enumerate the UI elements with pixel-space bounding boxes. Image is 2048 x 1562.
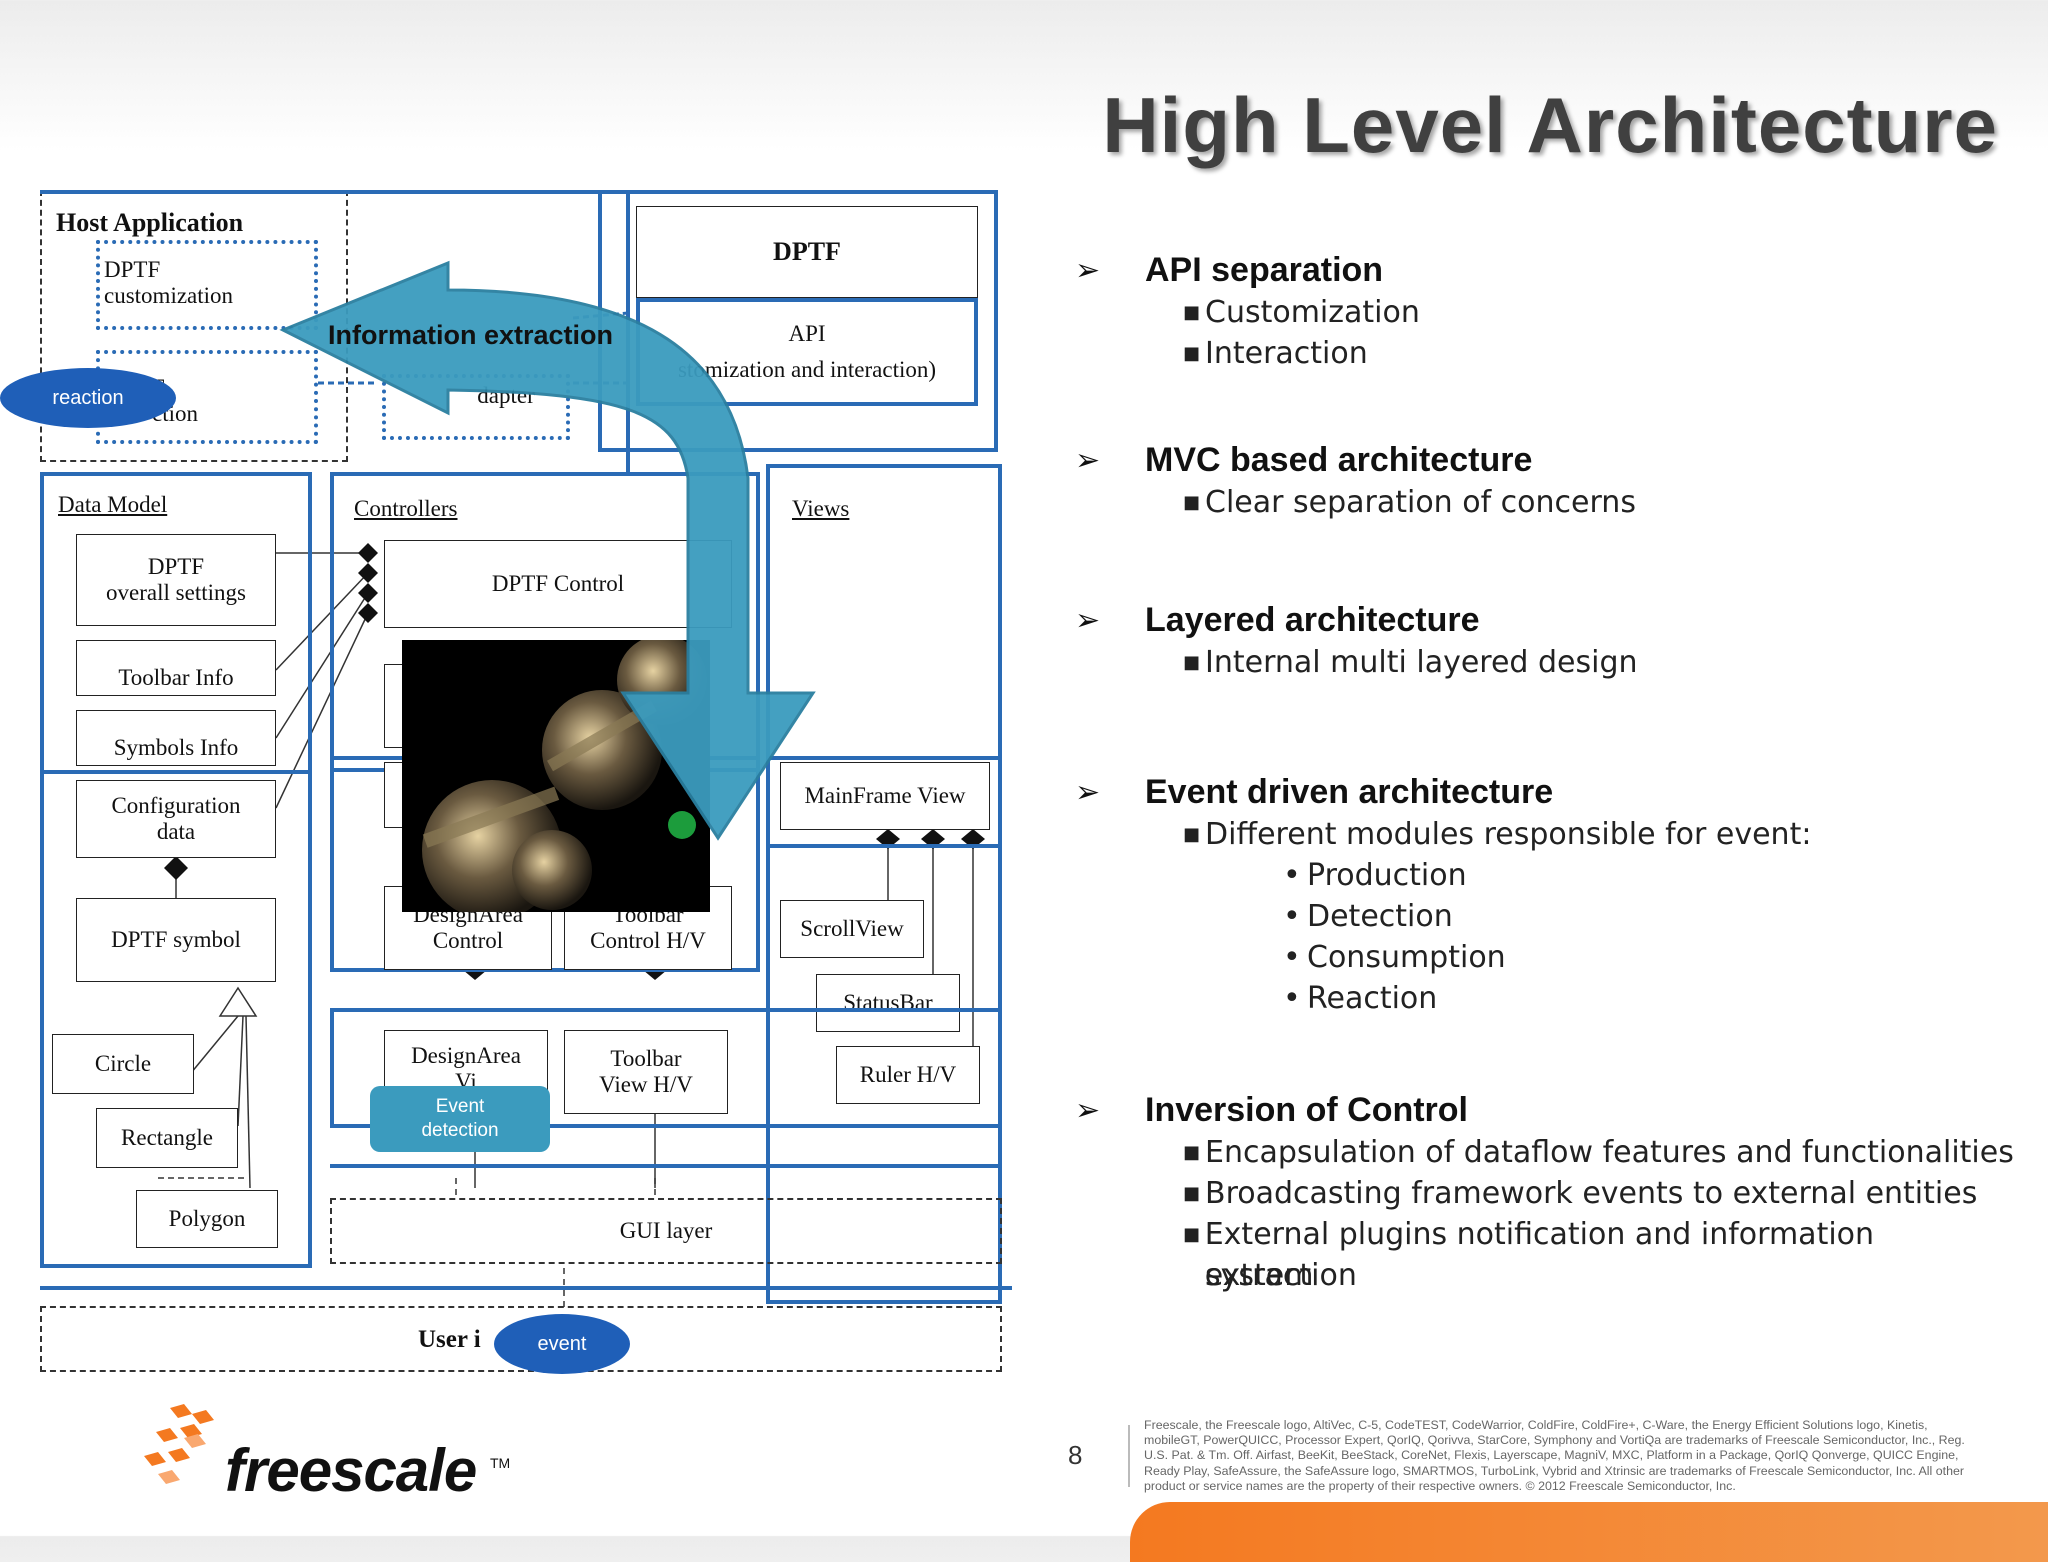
bullet-section-ioc: ➢Inversion of Control ■Encapsulation of … [1075,1088,2025,1296]
bullet-title: MVC based architecture [1145,440,1533,479]
toolbar-info-box: Toolbar Info [76,640,276,696]
gui-layer-label: GUI layer [619,1217,713,1243]
bullet-item: Broadcasting framework events to externa… [1205,1176,1978,1211]
reaction-oval: reaction [0,368,176,428]
dot-bullet-icon: • [1283,899,1301,934]
freescale-wordmark: freescale [225,1437,477,1504]
circle-box: Circle [52,1034,194,1094]
bullet-section-mvc: ➢ MVC based architecture ■Clear separatio… [1075,438,1636,523]
event-oval: event [494,1314,630,1374]
ruler-box: Ruler H/V [836,1046,980,1104]
bullet-title: Inversion of Control [1145,1090,1468,1129]
bullet-item-continuation: system [1205,1258,1314,1293]
user-interface-box [40,1306,1002,1372]
dot-bullet-icon: • [1283,940,1301,975]
dptf-symbol-box: DPTF symbol [76,898,276,982]
bullet-item: External plugins notification and inform… [1204,1217,1875,1293]
bullet-item: Customization [1205,295,1420,330]
trademark-symbol: TM [490,1455,511,1471]
gui-layer-box [330,1198,1002,1264]
mainframe-view-box: MainFrame View [780,762,990,830]
data-model-label: Data Model [58,492,168,517]
dptf-control-box: DPTF Control [384,540,732,628]
dptf-box: DPTF [636,206,978,298]
bullet-section-layered: ➢ Layered architecture ■Internal multi la… [1075,598,1638,683]
arrowhead-bullet-icon: ➢ [1075,602,1101,638]
dptf-customization-box [96,240,318,330]
information-extraction-label: Information extraction [328,320,614,350]
arrowhead-bullet-icon: ➢ [1075,252,1101,288]
bullet-item: Internal multi layered design [1205,645,1638,680]
square-bullet-icon: ■ [1183,302,1201,323]
scrollview-box: ScrollView [780,900,924,958]
controllers-label: Controllers [354,496,458,521]
square-bullet-icon: ■ [1183,1183,1201,1204]
polygon-box: Polygon [136,1190,278,1248]
square-bullet-icon: ■ [1183,824,1201,845]
arrowhead-bullet-icon: ➢ [1075,774,1101,810]
host-application-label: Host Application [56,208,244,237]
bullet-section-event: ➢ Event driven architecture ■Different mo… [1075,770,1811,1019]
bullet-subitem: Production [1307,858,1467,893]
bullet-item: Interaction [1205,336,1368,371]
legal-divider [1128,1425,1130,1487]
square-bullet-icon: ■ [1183,1142,1201,1163]
freescale-logo-icon [144,1404,214,1484]
views-label: Views [792,496,850,521]
page-number: 8 [1068,1440,1083,1470]
square-bullet-icon: ■ [1183,343,1201,364]
legal-text: Freescale, the Freescale logo, AltiVec, … [1144,1418,1965,1493]
bullet-item: Different modules responsible for event: [1205,817,1812,852]
slide-title: High Level Architecture [1102,81,1998,169]
square-bullet-icon: ■ [1183,652,1201,673]
rectangle-box: Rectangle [96,1108,238,1168]
view-layer-frame [330,1008,1002,1128]
data-model-upper-frame [40,472,312,774]
gui-separator [330,1164,1002,1168]
bullet-title: API separation [1145,250,1384,289]
arrowhead-bullet-icon: ➢ [1075,1092,1101,1128]
information-extraction-arrow [279,260,816,841]
views-frame [766,464,1002,1304]
ui-separator [40,1286,1012,1290]
orange-footer-bar [1130,1502,2048,1562]
views-mid-frame [766,756,1002,848]
user-interface-label: User i [418,1325,481,1353]
bullet-subitem: Consumption [1307,940,1506,975]
dot-bullet-icon: • [1283,858,1301,893]
bullet-subitem: Reaction [1307,981,1438,1016]
bullet-title: Layered architecture [1145,600,1480,639]
bullet-item: Encapsulation of dataflow features and f… [1205,1135,2014,1170]
bullet-item: Clear separation of concerns [1205,485,1636,520]
symbols-info-box: Symbols Info [76,710,276,766]
arrowhead-bullet-icon: ➢ [1075,442,1101,478]
bullet-title: Event driven architecture [1145,772,1554,811]
bullet-subitem: Detection [1307,899,1453,934]
bullet-section-api: ➢ API separation ■Customization ■Interact… [1075,248,1420,374]
square-bullet-icon: ■ [1183,1224,1201,1245]
dot-bullet-icon: • [1283,981,1301,1016]
square-bullet-icon: ■ [1183,492,1201,513]
